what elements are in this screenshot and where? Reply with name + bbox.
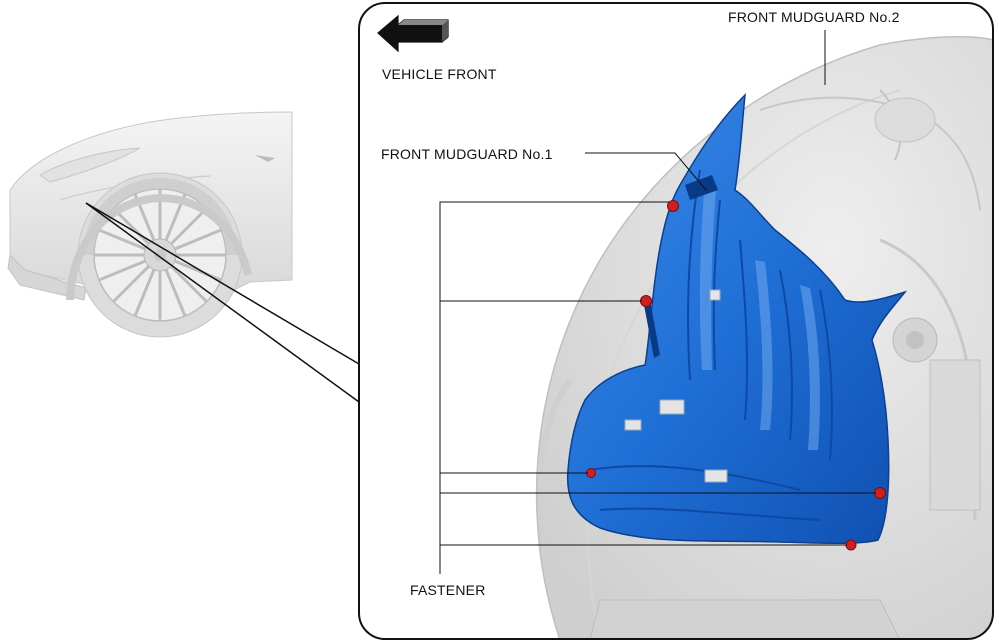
front-mudguard-no2-label: FRONT MUDGUARD No.2 <box>728 9 900 25</box>
vehicle-front-label: VEHICLE FRONT <box>382 66 497 82</box>
car-bumper <box>7 253 87 301</box>
label-leaders <box>439 30 876 574</box>
side-vent <box>255 155 275 162</box>
front-mudguard-no1-label: FRONT MUDGUARD No.1 <box>381 146 553 162</box>
fastener-5 <box>845 539 857 551</box>
car-overview <box>7 111 293 338</box>
fastener-2 <box>640 295 652 307</box>
fastener-1 <box>667 200 679 212</box>
fastener-label: FASTENER <box>410 582 486 598</box>
fastener-4 <box>874 487 886 499</box>
wheel <box>77 172 243 338</box>
wheel-arch <box>66 193 252 301</box>
zoom-leader-lines <box>85 202 360 403</box>
zoom-panel <box>358 2 994 640</box>
arrow-left-icon <box>377 14 449 53</box>
headlight <box>39 147 141 183</box>
zoom-panel-border <box>358 2 994 640</box>
